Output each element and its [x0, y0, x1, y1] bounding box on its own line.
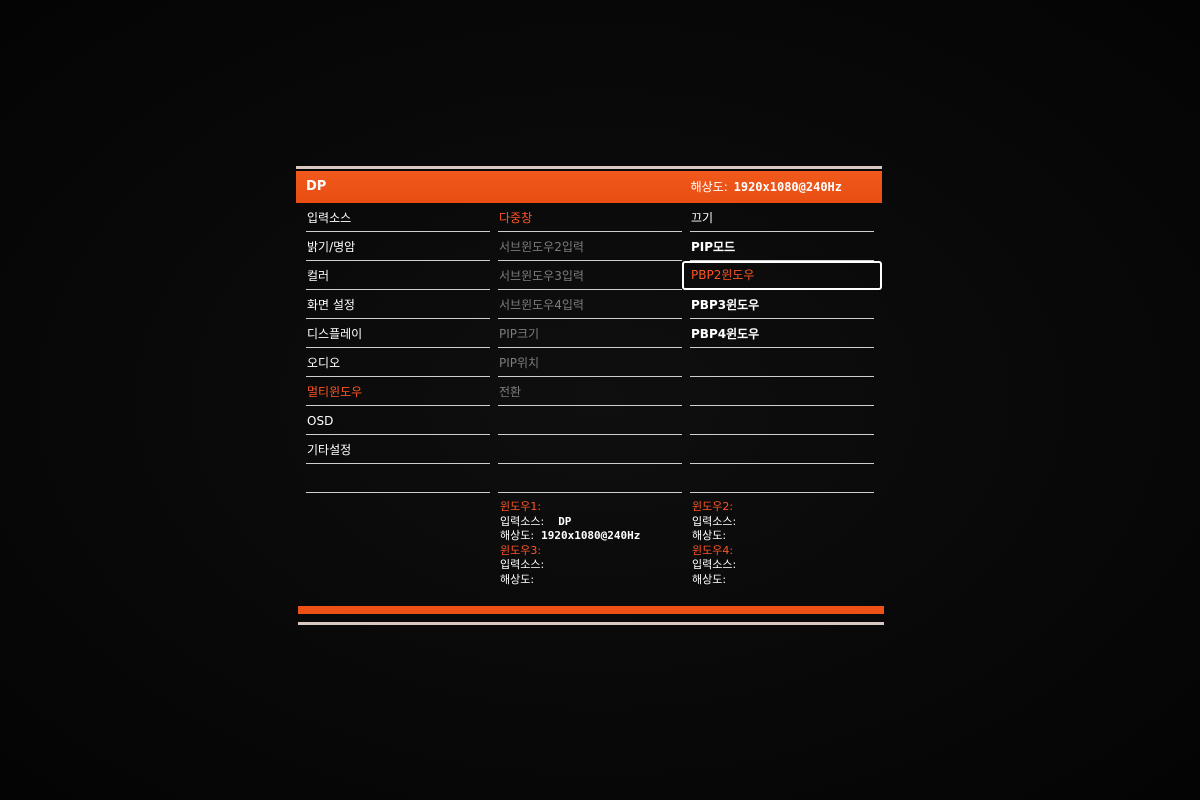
window4-res-label: 해상도:	[692, 572, 727, 586]
sub-menu-item-5[interactable]: PIP위치	[498, 348, 682, 377]
option-item-empty-8	[690, 435, 874, 464]
main-menu-item-1[interactable]: 밝기/명암	[306, 232, 490, 261]
window4-input-label: 입력소스:	[692, 558, 737, 571]
sub-menu-item-2[interactable]: 서브윈도우3입력	[498, 261, 682, 290]
resolution-label: 해상도:	[690, 180, 728, 194]
window3-res-label: 해상도:	[500, 572, 535, 586]
window-info-left: 윈도우1: 입력소스: DP 해상도: 1920x1080@240Hz 윈도우3…	[500, 500, 640, 587]
option-item-empty-7	[690, 406, 874, 435]
option-item-empty-9	[690, 464, 874, 493]
window4-title: 윈도우4:	[692, 543, 734, 557]
window1-res-value: 1920x1080@240Hz	[541, 529, 641, 542]
main-menu-item-5[interactable]: 오디오	[306, 348, 490, 377]
header-resolution: 해상도: 1920x1080@240Hz	[691, 171, 842, 203]
window1-title: 윈도우1:	[500, 500, 542, 513]
osd-top-line	[296, 166, 882, 169]
sub-menu-item-empty-9	[498, 464, 682, 493]
sub-menu-item-4[interactable]: PIP크기	[498, 319, 682, 348]
main-menu-item-0[interactable]: 입력소스	[306, 203, 490, 232]
sub-menu-item-6[interactable]: 전환	[498, 377, 682, 406]
window2-res-label: 해상도:	[692, 529, 727, 542]
osd-bottom-bar	[298, 606, 884, 614]
sub-menu-item-empty-7	[498, 406, 682, 435]
main-menu-item-8[interactable]: 기타설정	[306, 435, 490, 464]
option-item-empty-6	[690, 377, 874, 406]
window1-input-value: DP	[558, 514, 572, 528]
current-input-source: DP	[306, 179, 327, 194]
sub-menu-item-1[interactable]: 서브윈도우2입력	[498, 232, 682, 261]
window2-input-label: 입력소스:	[692, 514, 737, 528]
window1-input-label: 입력소스:	[500, 514, 545, 528]
option-item-4[interactable]: PBP4윈도우	[690, 319, 874, 348]
option-item-1[interactable]: PIP모드	[690, 232, 874, 261]
resolution-value: 1920x1080@240Hz	[733, 180, 842, 194]
main-menu-item-6[interactable]: 멀티윈도우	[306, 377, 490, 406]
option-item-empty-5	[690, 348, 874, 377]
option-item-0[interactable]: 끄기	[690, 203, 874, 232]
sub-menu-item-0[interactable]: 다중창	[498, 203, 682, 232]
osd-header: DP 해상도: 1920x1080@240Hz	[296, 171, 882, 203]
window3-input-label: 입력소스:	[500, 558, 545, 571]
window1-resolution: 해상도: 1920x1080@240Hz	[500, 529, 640, 544]
sub-menu-item-empty-8	[498, 435, 682, 464]
main-menu-item-empty-9	[306, 464, 490, 493]
osd-bottom-line	[298, 622, 884, 625]
sub-menu-item-3[interactable]: 서브윈도우4입력	[498, 290, 682, 319]
main-menu-item-2[interactable]: 컬러	[306, 261, 490, 290]
option-item-3[interactable]: PBP3윈도우	[690, 290, 874, 319]
main-menu-item-7[interactable]: OSD	[306, 406, 490, 435]
window1-input: 입력소스: DP	[500, 515, 640, 530]
window1-res-label: 해상도:	[500, 529, 535, 542]
main-menu-item-4[interactable]: 디스플레이	[306, 319, 490, 348]
window-info-right: 윈도우2: 입력소스: 해상도: 윈도우4: 입력소스: 해상도:	[692, 500, 736, 587]
option-item-2[interactable]: PBP2윈도우	[682, 261, 882, 290]
window2-title: 윈도우2:	[692, 500, 734, 513]
window3-title: 윈도우3:	[500, 543, 542, 557]
main-menu-item-3[interactable]: 화면 설정	[306, 290, 490, 319]
